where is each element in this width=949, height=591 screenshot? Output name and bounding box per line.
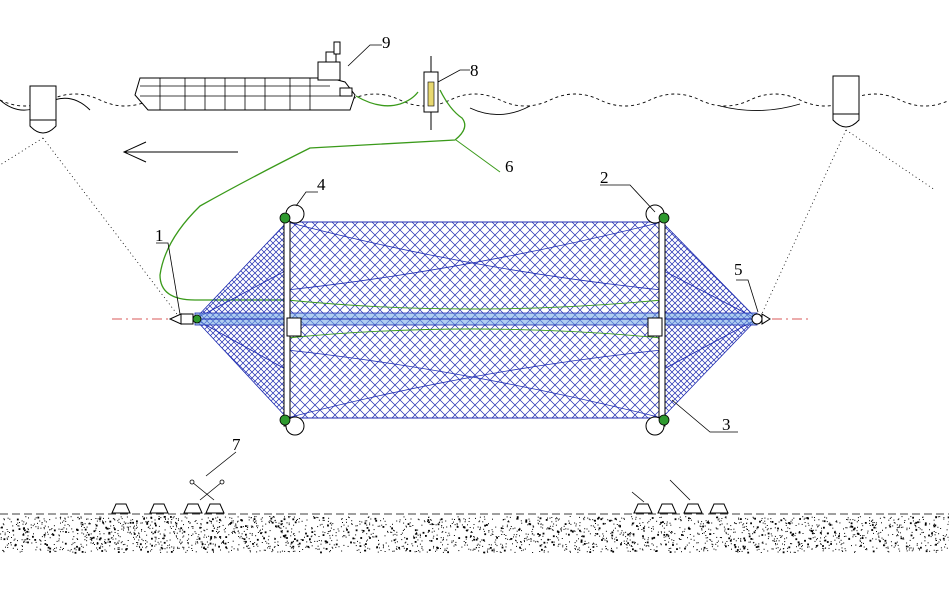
control-cable [159,89,466,301]
label-1: 1 [155,226,164,245]
float-top-right [645,204,670,224]
net-bridle-ropes [194,221,758,419]
weight-bottom-right [645,414,670,436]
right-surface-buoy [759,75,936,319]
label-5: 5 [734,260,743,279]
weight-bottom-left [279,414,305,436]
cable-leader-6 [455,139,501,173]
relay-device [423,56,439,130]
seabed-sediment [0,516,949,554]
sea-surface-waves [0,93,949,107]
seabed-objects-right [631,479,729,514]
front-connector [168,313,202,325]
towing-direction-arrow [122,141,238,163]
label-7: 7 [232,435,241,454]
float-top-left [279,204,305,224]
rear-connector [751,313,771,325]
leader-lines [156,44,759,433]
seabed-objects-left [111,451,237,514]
left-surface-buoy [0,85,181,319]
label-3: 3 [722,415,731,434]
towing-ship [134,41,356,111]
label-2: 2 [600,168,609,187]
label-9: 9 [382,33,391,52]
label-8: 8 [470,61,479,80]
label-6: 6 [505,157,514,176]
label-4: 4 [317,175,326,194]
